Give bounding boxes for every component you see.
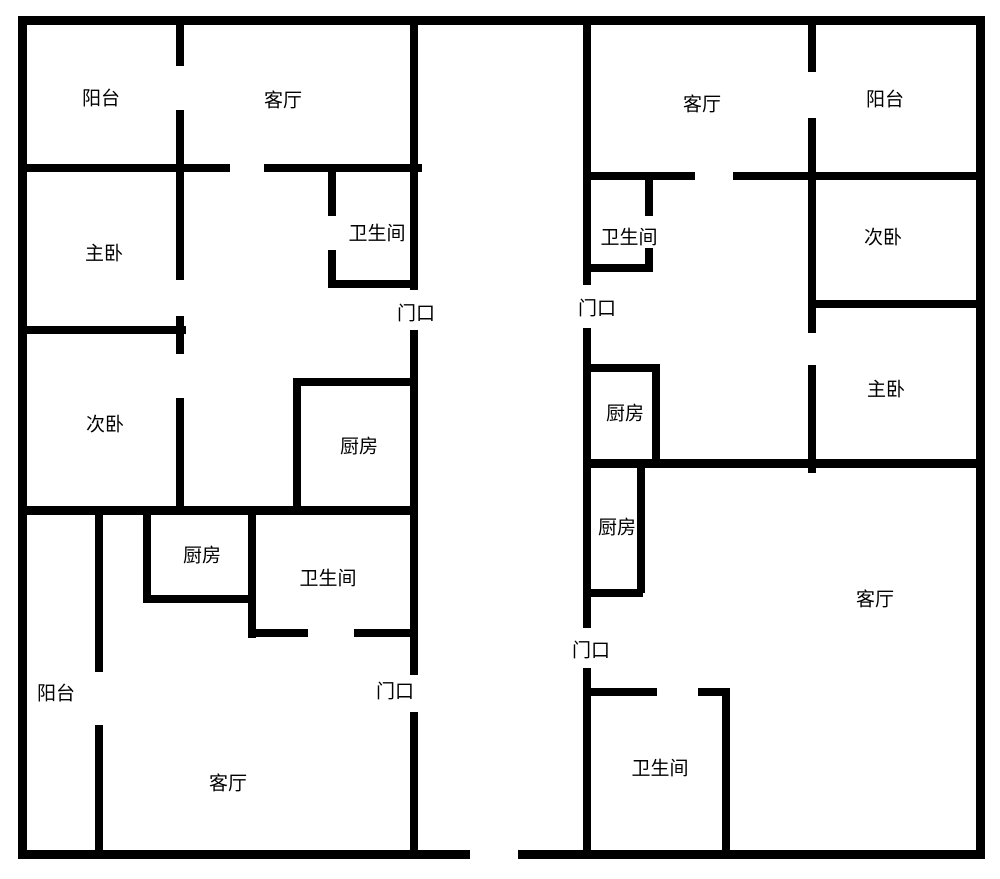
wall bbox=[20, 506, 418, 515]
wall bbox=[328, 280, 418, 288]
wall bbox=[328, 172, 336, 216]
room-label-bathroom: 卫生间 bbox=[299, 568, 356, 590]
wall bbox=[143, 595, 256, 603]
wall bbox=[812, 300, 983, 308]
wall bbox=[722, 688, 730, 855]
wall bbox=[637, 468, 645, 593]
room-label-kitchen: 厨房 bbox=[598, 517, 636, 539]
wall bbox=[645, 248, 653, 272]
wall bbox=[176, 20, 184, 66]
wall bbox=[176, 398, 184, 511]
wall bbox=[293, 378, 418, 386]
wall bbox=[143, 515, 151, 603]
room-label-entrance: 门口 bbox=[578, 298, 616, 320]
room-label-bathroom: 卫生间 bbox=[600, 227, 657, 249]
walls bbox=[18, 16, 985, 859]
room-label-master-bedroom: 主卧 bbox=[85, 243, 123, 265]
wall bbox=[587, 364, 659, 372]
wall bbox=[20, 164, 230, 172]
room-label-second-bedroom: 次卧 bbox=[864, 227, 902, 249]
room-label-bathroom: 卫生间 bbox=[348, 223, 405, 245]
wall bbox=[20, 326, 186, 334]
wall bbox=[95, 725, 103, 855]
wall bbox=[354, 629, 418, 637]
room-label-balcony: 阳台 bbox=[866, 89, 904, 111]
room-label-kitchen: 厨房 bbox=[340, 436, 378, 458]
room-label-living-room: 客厅 bbox=[209, 773, 247, 795]
wall bbox=[176, 316, 184, 354]
wall bbox=[808, 20, 816, 72]
room-label-kitchen: 厨房 bbox=[606, 403, 644, 425]
wall bbox=[410, 330, 418, 675]
room-label-master-bedroom: 主卧 bbox=[867, 379, 905, 401]
wall bbox=[587, 589, 643, 597]
wall bbox=[264, 164, 422, 172]
wall bbox=[248, 629, 308, 637]
room-label-entrance: 门口 bbox=[376, 681, 414, 703]
wall bbox=[645, 180, 653, 216]
wall bbox=[583, 20, 591, 285]
wall bbox=[248, 515, 256, 638]
wall bbox=[583, 328, 591, 628]
room-label-living-room: 客厅 bbox=[683, 94, 721, 116]
wall bbox=[18, 16, 27, 859]
wall bbox=[18, 850, 470, 859]
room-labels: 阳台 客厅 主卧 卫生间 门口 次卧 厨房 厨房 卫生间 阳台 门口 客厅 客厅… bbox=[37, 88, 905, 795]
wall bbox=[698, 688, 730, 696]
room-label-living-room: 客厅 bbox=[264, 90, 302, 112]
room-label-entrance: 门口 bbox=[397, 303, 435, 325]
wall bbox=[587, 264, 653, 272]
room-label-bathroom: 卫生间 bbox=[631, 758, 688, 780]
room-label-balcony: 阳台 bbox=[82, 88, 120, 110]
room-label-balcony: 阳台 bbox=[37, 683, 75, 705]
wall bbox=[808, 118, 816, 333]
wall bbox=[976, 16, 985, 859]
wall bbox=[587, 688, 657, 696]
wall bbox=[176, 110, 184, 280]
wall bbox=[587, 459, 983, 468]
room-label-entrance: 门口 bbox=[572, 640, 610, 662]
wall bbox=[733, 172, 983, 180]
wall bbox=[95, 515, 103, 672]
wall bbox=[583, 668, 591, 855]
wall bbox=[18, 16, 984, 25]
wall bbox=[518, 850, 985, 859]
wall bbox=[587, 172, 695, 180]
wall bbox=[652, 364, 660, 467]
room-label-second-bedroom: 次卧 bbox=[86, 414, 124, 436]
wall bbox=[808, 365, 816, 473]
wall bbox=[410, 712, 418, 855]
room-label-living-room: 客厅 bbox=[856, 589, 894, 611]
room-label-kitchen: 厨房 bbox=[183, 545, 221, 567]
wall bbox=[293, 378, 301, 511]
wall bbox=[328, 250, 336, 288]
wall bbox=[410, 20, 418, 290]
